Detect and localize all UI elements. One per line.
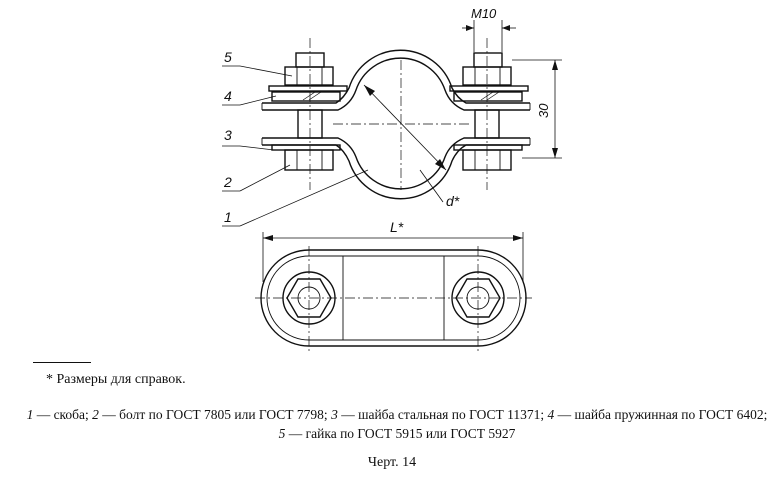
front-view: d* M10 30 5 4 3 — [222, 6, 562, 227]
legend-num-2: 2 — [92, 407, 99, 422]
length-dimension: L* — [262, 219, 524, 282]
length-label: L* — [390, 219, 404, 235]
legend-text-3: — шайба стальная по ГОСТ 11371; — [337, 407, 548, 422]
right-bolt — [449, 38, 529, 190]
height-dimension: 30 — [512, 59, 562, 159]
diameter-label: d* — [446, 193, 460, 209]
height-label: 30 — [536, 103, 551, 118]
callout-4: 4 — [224, 88, 232, 104]
plan-view: L* — [255, 219, 532, 352]
legend: 1 — скоба; 2 — болт по ГОСТ 7805 или ГОС… — [22, 405, 772, 443]
legend-num-4: 4 — [547, 407, 555, 422]
legend-num-3: 3 — [331, 407, 338, 422]
footnote-rule — [33, 362, 91, 363]
diameter-dimension: d* — [363, 84, 460, 209]
legend-num-1: 1 — [26, 407, 34, 422]
footnote: * Размеры для справок. — [46, 372, 186, 387]
left-bolt — [268, 38, 348, 190]
right-nut — [451, 271, 505, 325]
thread-label: M10 — [471, 6, 497, 21]
legend-text-4: — шайба пружинная по ГОСТ 6402; — [554, 407, 768, 422]
legend-num-5: 5 — [278, 426, 286, 441]
legend-text-2: — болт по ГОСТ 7805 или ГОСТ 7798; — [98, 407, 332, 422]
callout-3: 3 — [224, 127, 232, 143]
thread-dimension: M10 — [462, 6, 516, 52]
callout-1: 1 — [224, 209, 232, 225]
callout-5: 5 — [224, 49, 232, 65]
left-nut — [282, 271, 336, 325]
figure-caption: Черт. 14 — [367, 455, 417, 470]
callout-2: 2 — [223, 174, 232, 190]
legend-text-1: — скоба; — [33, 407, 93, 422]
technical-drawing: d* M10 30 5 4 3 — [222, 6, 562, 352]
legend-text-5: — гайка по ГОСТ 5915 или ГОСТ 5927 — [285, 426, 516, 441]
callouts: 5 4 3 2 1 — [222, 49, 369, 227]
